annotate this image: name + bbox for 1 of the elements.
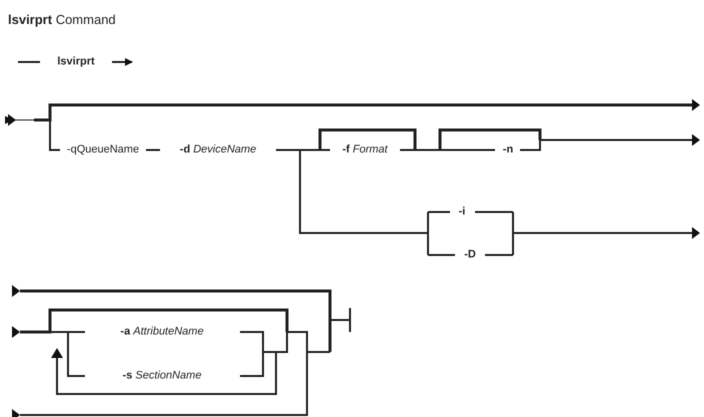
- diagram-title: lsvirprt Command: [8, 12, 116, 27]
